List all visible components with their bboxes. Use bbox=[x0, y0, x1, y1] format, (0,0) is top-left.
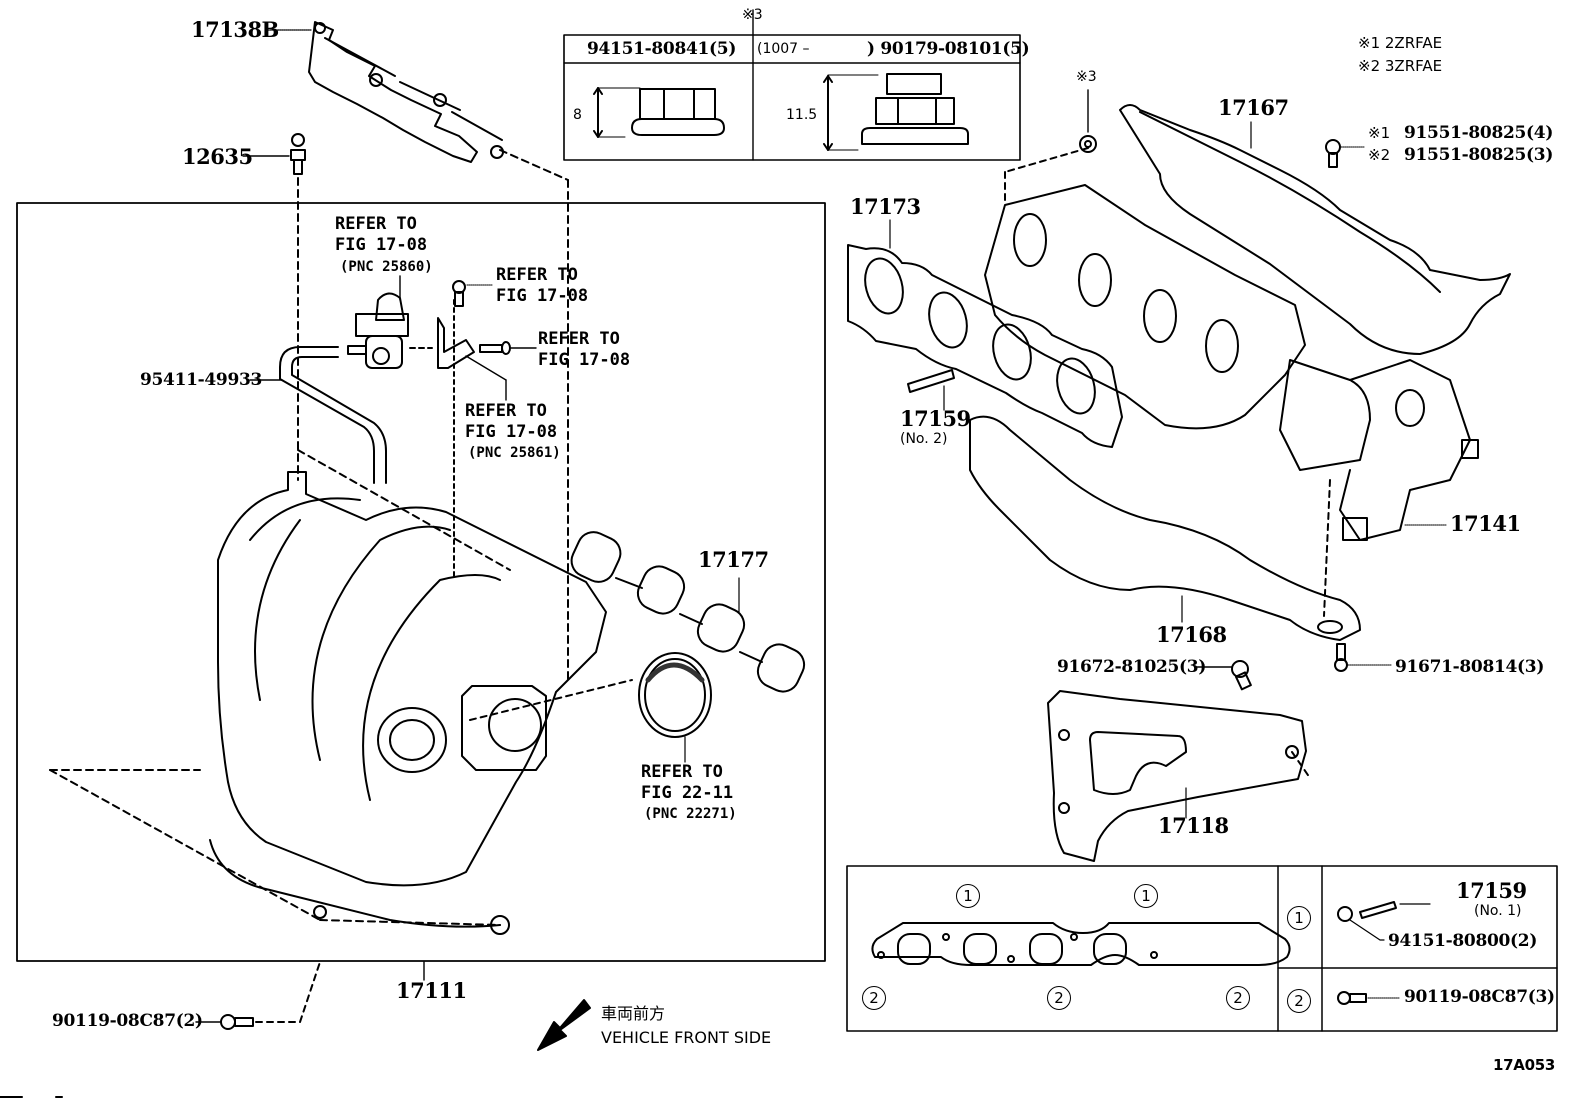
bolt-91551-note2: ※2 bbox=[1368, 146, 1391, 164]
engine-note-1: ※1 2ZRFAE bbox=[1358, 34, 1443, 52]
nut-table-col1-header: 94151-80841(5) bbox=[587, 39, 737, 59]
part-label-90119-08c87-left[interactable]: 90119-08C87(2) bbox=[52, 1011, 203, 1031]
legend-stud-and-nut-drawing bbox=[1337, 901, 1431, 941]
part-label-17159-no2[interactable]: 17159 bbox=[900, 406, 971, 431]
part-label-17118[interactable]: 17118 bbox=[1158, 813, 1229, 838]
refer-fig-22-11-line1: REFER TO bbox=[641, 762, 723, 782]
refer-fig-17-08-d-line1: REFER TO bbox=[465, 401, 547, 421]
legend-label-90119-08c87-3[interactable]: 90119-08C87(3) bbox=[1404, 987, 1555, 1007]
refer-fig-17-08-d-pnc: (PNC 25861) bbox=[468, 445, 561, 461]
legend-gasket-drawing bbox=[871, 922, 1291, 966]
refer-fig-17-08-a-pnc: (PNC 25860) bbox=[340, 259, 433, 275]
gasket-position-marker-2b: 2 bbox=[1047, 986, 1071, 1010]
part-label-91671-80814[interactable]: 91671-80814(3) bbox=[1395, 657, 1545, 677]
heat-insulator-17167-drawing bbox=[1119, 104, 1511, 355]
refer-fig-17-08-a-line1: REFER TO bbox=[335, 214, 417, 234]
refer-fig-17-08-d-link[interactable]: FIG 17-08 bbox=[465, 422, 558, 442]
part-label-91551-80825-4[interactable]: 91551-80825(4) bbox=[1404, 123, 1554, 143]
gasket-position-marker-1b: 1 bbox=[1134, 884, 1158, 908]
vehicle-front-label-jp: 車両前方 bbox=[601, 1004, 666, 1023]
hose-95411-49933-drawing bbox=[249, 346, 387, 484]
horizontal-bolt-drawing bbox=[479, 341, 537, 355]
heat-insulator-17168-drawing bbox=[969, 415, 1361, 641]
part-label-17168[interactable]: 17168 bbox=[1156, 622, 1227, 647]
engine-note-2: ※2 3ZRFAE bbox=[1358, 57, 1443, 75]
legend-row2-marker: 2 bbox=[1287, 989, 1311, 1013]
refer-fig-17-08-c-link[interactable]: FIG 17-08 bbox=[538, 350, 631, 370]
part-label-95411-49933[interactable]: 95411-49933 bbox=[140, 370, 263, 390]
part-label-17159-no2-sub: (No. 2) bbox=[900, 431, 948, 447]
nut-90179-08101-drawing bbox=[823, 73, 969, 151]
refer-fig-17-08-a-link[interactable]: FIG 17-08 bbox=[335, 235, 428, 255]
nut-table-col2-header: ) 90179-08101(5) bbox=[867, 39, 1030, 59]
bolt-90119-08c87-left-drawing bbox=[195, 961, 321, 1030]
refer-fig-22-11-link[interactable]: FIG 22-11 bbox=[641, 783, 734, 803]
throttle-body-gasket-drawing bbox=[638, 652, 712, 763]
vehicle-front-label-en: VEHICLE FRONT SIDE bbox=[601, 1028, 772, 1047]
vsv-bracket-drawing bbox=[409, 317, 507, 401]
legend-row1-marker: 1 bbox=[1287, 906, 1311, 930]
refer-fig-17-08-b-link[interactable]: FIG 17-08 bbox=[496, 286, 589, 306]
exhaust-gasket-17173-drawing bbox=[847, 219, 1123, 448]
part-label-17173[interactable]: 17173 bbox=[850, 194, 921, 219]
part-label-17111[interactable]: 17111 bbox=[396, 978, 467, 1003]
bolt-91671-80814-drawing bbox=[1334, 643, 1393, 672]
exhaust-manifold-17141-drawing bbox=[984, 184, 1479, 541]
vacuum-switching-valve-drawing bbox=[347, 275, 409, 369]
nut-table-col1-dimension: 8 bbox=[573, 107, 582, 123]
note-3-nut: ※3 bbox=[1076, 69, 1097, 85]
nut-spec-table-frame bbox=[563, 34, 1021, 161]
intake-manifold-17111-drawing bbox=[209, 471, 607, 935]
refer-fig-17-08-c-line1: REFER TO bbox=[538, 329, 620, 349]
nut-note3-drawing bbox=[1079, 89, 1097, 153]
gasket-position-marker-2a: 2 bbox=[862, 986, 886, 1010]
part-label-91672-81025[interactable]: 91672-81025(3) bbox=[1057, 657, 1207, 677]
stud-legend-table-frame bbox=[846, 865, 1558, 1032]
part-12635-drawing bbox=[242, 133, 306, 175]
refer-fig-17-08-b-line1: REFER TO bbox=[496, 265, 578, 285]
part-label-17167[interactable]: 17167 bbox=[1218, 95, 1289, 120]
refer-fig-22-11-pnc: (PNC 22271) bbox=[644, 806, 737, 822]
intake-gasket-17177-drawing bbox=[570, 531, 806, 693]
stud-17159-no2-drawing bbox=[907, 369, 955, 411]
vehicle-front-arrow-icon bbox=[537, 999, 591, 1051]
part-label-17138b[interactable]: 17138B bbox=[191, 17, 279, 42]
bolt-91551-note1: ※1 bbox=[1368, 124, 1391, 142]
legend-label-17159-no1-sub: (No. 1) bbox=[1474, 903, 1522, 919]
nut-table-col2-dimension: 11.5 bbox=[786, 107, 818, 123]
gasket-position-marker-2c: 2 bbox=[1226, 986, 1250, 1010]
screw-drawing bbox=[452, 280, 493, 307]
part-label-91551-80825-3[interactable]: 91551-80825(3) bbox=[1404, 145, 1554, 165]
part-17138B-drawing bbox=[308, 21, 504, 163]
note-3-header: ※3 bbox=[742, 7, 763, 23]
legend-bolt-drawing bbox=[1337, 991, 1401, 1005]
gasket-position-marker-1a: 1 bbox=[956, 884, 980, 908]
bracket-17118-drawing bbox=[1047, 690, 1311, 862]
part-label-17177[interactable]: 17177 bbox=[698, 547, 769, 572]
nut-94151-80841-drawing bbox=[593, 87, 725, 138]
part-label-12635[interactable]: 12635 bbox=[182, 144, 253, 169]
nut-table-col2-prefix: (1007 – bbox=[757, 41, 810, 57]
bolt-91672-81025-drawing bbox=[1195, 660, 1252, 691]
bolt-91551-80825-drawing bbox=[1325, 139, 1366, 168]
part-label-17141[interactable]: 17141 bbox=[1450, 511, 1521, 536]
legend-label-94151-80800[interactable]: 94151-80800(2) bbox=[1388, 931, 1538, 951]
intake-assembly-frame bbox=[16, 202, 826, 962]
legend-label-17159-no1[interactable]: 17159 bbox=[1456, 878, 1527, 903]
figure-code: 17A053 bbox=[1493, 1056, 1555, 1074]
